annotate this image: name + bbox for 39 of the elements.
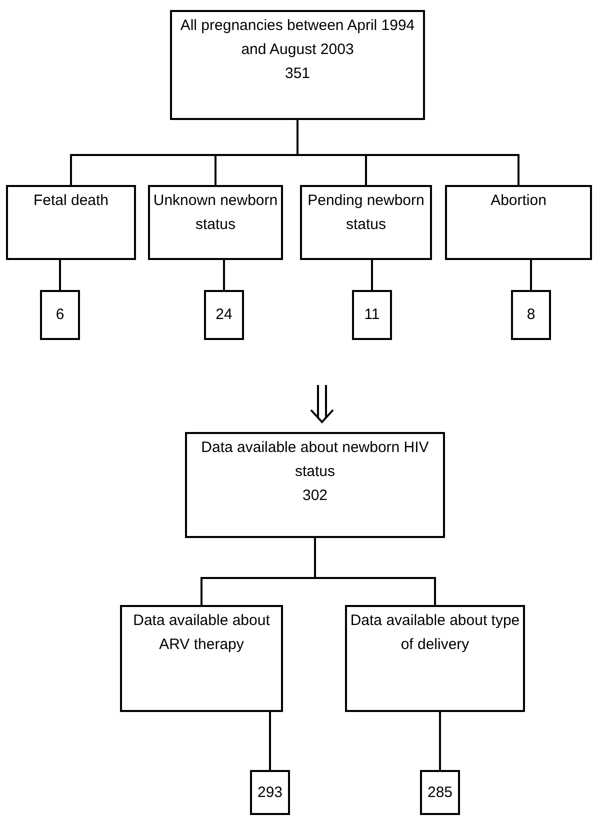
count-box [511, 290, 551, 340]
box-text: All pregnancies between April 1994 and August 2003 [179, 16, 416, 60]
count-value: 6 [56, 305, 64, 325]
connector-line [269, 712, 271, 770]
count-value: 285 [427, 782, 453, 802]
box-text: Fetal death [32, 191, 110, 211]
box-text: 351 [284, 64, 312, 84]
count-box [250, 770, 290, 815]
category-box [445, 185, 592, 260]
category-box [120, 605, 283, 712]
category-box [185, 432, 445, 538]
box-text: Unknown newborn status [153, 191, 278, 235]
count-value: 24 [216, 305, 232, 325]
double-arrow [310, 384, 334, 424]
connector-line [439, 712, 441, 770]
category-box [6, 185, 136, 260]
connector-line [371, 260, 373, 290]
count-value: 8 [526, 305, 536, 325]
connector-line [314, 538, 436, 605]
count-box [40, 290, 80, 340]
connector-line [223, 260, 225, 290]
box-text: Data available about newborn HIV status [200, 438, 430, 482]
count-value: 11 [364, 305, 380, 325]
box-text: Abortion [490, 191, 548, 211]
connector-line [530, 260, 532, 290]
connector-line [296, 120, 520, 185]
box-text: 302 [301, 486, 329, 506]
count-box [352, 290, 392, 340]
count-box [420, 770, 460, 815]
category-box [148, 185, 283, 260]
count-value: 293 [257, 782, 283, 802]
category-box [170, 10, 425, 120]
category-box [345, 605, 525, 712]
category-box [300, 185, 432, 260]
box-text: Pending newborn status [306, 191, 426, 235]
box-text: Data available about ARV therapy [132, 611, 271, 655]
box-text: Data available about type of delivery [350, 611, 520, 655]
connector-line [59, 260, 61, 290]
count-box [204, 290, 244, 340]
